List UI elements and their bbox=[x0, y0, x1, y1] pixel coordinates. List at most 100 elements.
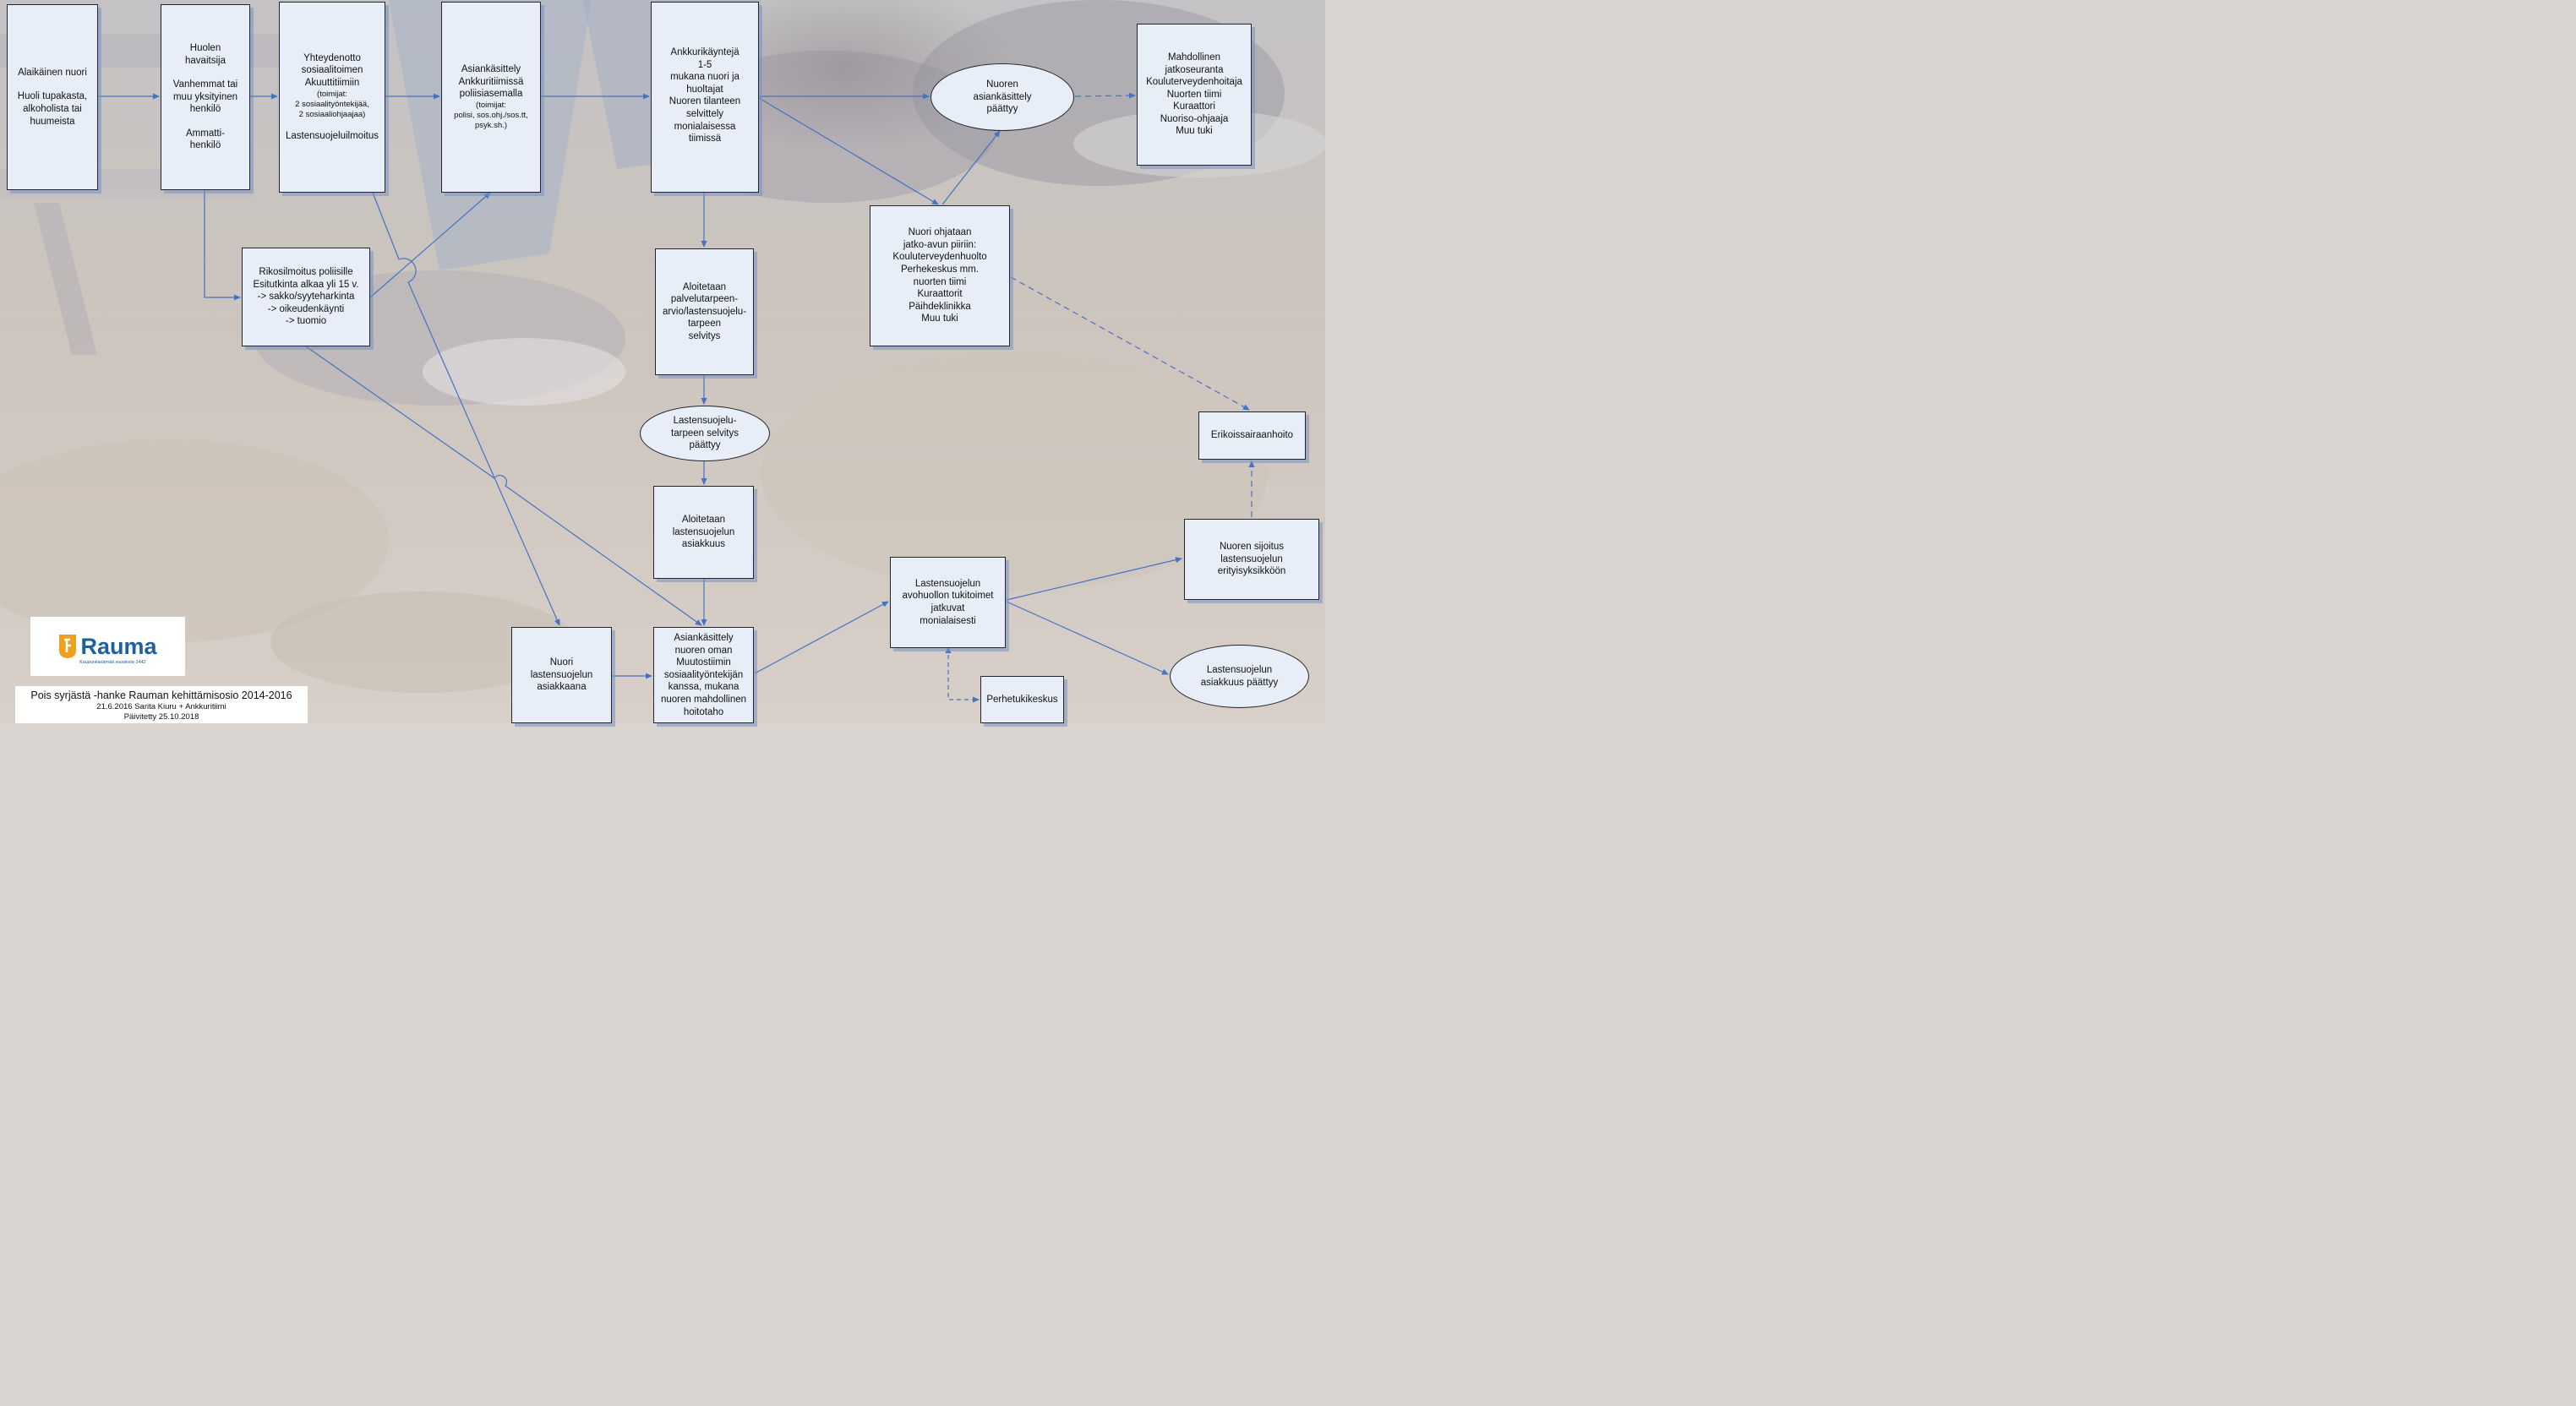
box-ankkurikaynteja: Ankkurikäyntejä 1-5 mukana nuori ja huol… bbox=[651, 2, 759, 193]
box-palvelutarpeenarvio: Aloitetaan palvelutarpeen- arvio/lastens… bbox=[655, 248, 754, 375]
ellipse-text: päättyy bbox=[986, 104, 1018, 115]
box-text: Nuori ohjataan bbox=[908, 227, 972, 238]
box-alaikainen-nuori: Alaikäinen nuori Huoli tupakasta, alkoho… bbox=[7, 4, 98, 190]
box-text: Ammatti- bbox=[186, 128, 225, 139]
box-yhteydenotto: Yhteydenotto sosiaalitoimen Akuuttitiimi… bbox=[279, 2, 385, 193]
box-text: tarpeen bbox=[687, 319, 721, 330]
box-huolen-havaitsija: Huolen havaitsija Vanhemmat tai muu yksi… bbox=[161, 4, 250, 190]
box-text: Perhetukikeskus bbox=[986, 694, 1058, 705]
box-text: -> sakko/syyteharkinta bbox=[257, 292, 355, 302]
box-jatkoseuranta: Mahdollinen jatkoseuranta Kouluterveyden… bbox=[1137, 24, 1252, 166]
box-text: sosiaalitoimen bbox=[301, 65, 363, 76]
box-text: nuoren mahdollinen bbox=[660, 694, 747, 705]
box-text: henkilö bbox=[189, 104, 221, 115]
box-muutostiimi: Asiankäsittely nuoren oman Muutostiimin … bbox=[653, 627, 754, 723]
ellipse-text: Lastensuojelu- bbox=[673, 416, 737, 427]
box-text: Esitutkinta alkaa yli 15 v. bbox=[253, 279, 359, 290]
box-text: Muu tuki bbox=[1176, 126, 1213, 137]
box-sijoitus: Nuoren sijoitus lastensuojelun erityisyk… bbox=[1184, 519, 1319, 600]
box-text: Vanhemmat tai bbox=[172, 79, 238, 90]
box-text: Erikoissairaanhoito bbox=[1210, 430, 1294, 441]
box-text: mukana nuori ja bbox=[670, 72, 740, 83]
ellipse-text: tarpeen selvitys bbox=[671, 428, 739, 439]
box-text: Asiankäsittely bbox=[674, 633, 734, 643]
box-text: Kouluterveydenhoitaja bbox=[1146, 77, 1242, 88]
box-text: jatko-avun piiriin: bbox=[903, 239, 977, 250]
box-text: -> tuomio bbox=[285, 316, 327, 327]
box-text: Nuori bbox=[549, 657, 574, 668]
box-text: asiakkuus bbox=[681, 539, 726, 550]
box-text: jatkuvat bbox=[931, 603, 965, 613]
logo-wordmark: Rauma bbox=[80, 633, 157, 659]
ellipse-asiakkuus-paattyy: Lastensuojelun asiakkuus päättyy bbox=[1170, 645, 1309, 708]
box-text: palvelutarpeen- bbox=[670, 294, 739, 305]
box-text: alkoholista tai bbox=[23, 104, 82, 114]
box-text: Muu tuki bbox=[921, 313, 958, 324]
box-text: Kuraattorit bbox=[917, 289, 963, 300]
logo-tagline: Kaupunkielämää vuodesta 1442 bbox=[79, 660, 146, 665]
box-text: selvitys bbox=[688, 330, 721, 341]
box-text: monialaisessa bbox=[674, 121, 736, 132]
box-text: kanssa, mukana bbox=[668, 682, 740, 693]
box-text: Aloitetaan bbox=[682, 281, 727, 292]
rauma-crest-icon bbox=[59, 635, 77, 658]
box-nuori-asiakkaana: Nuori lastensuojelun asiakkaana bbox=[511, 627, 612, 723]
box-text: sosiaalityöntekijän bbox=[663, 669, 744, 680]
box-text: (toimijat: bbox=[317, 89, 347, 99]
footer-updated: Päivitetty 25.10.2018 bbox=[123, 711, 199, 722]
box-text: (toimijat: bbox=[476, 100, 506, 110]
box-text: nuoren oman bbox=[674, 645, 733, 656]
box-text: Nuorten tiimi bbox=[1166, 89, 1222, 100]
box-text: 2 sosiaalityöntekijää, bbox=[295, 99, 369, 109]
box-text: Kuraattori bbox=[1173, 101, 1215, 112]
box-text: Nuoriso-ohjaaja bbox=[1160, 113, 1229, 124]
box-text: Akuuttitiimiin bbox=[304, 78, 360, 88]
box-text: Ankkurikäyntejä bbox=[670, 47, 740, 57]
box-text: lastensuojelun bbox=[530, 669, 593, 680]
box-text: Huolen bbox=[189, 42, 221, 53]
box-text: huoltajat bbox=[686, 84, 723, 95]
box-text: arvio/lastensuojelu- bbox=[662, 306, 747, 317]
box-text: Huoli tupakasta, bbox=[17, 91, 88, 102]
ellipse-text: asiankäsittely bbox=[973, 91, 1032, 102]
box-text: nuorten tiimi bbox=[913, 276, 967, 287]
box-text: Päihdeklinikka bbox=[909, 301, 971, 312]
ellipse-text: Lastensuojelun bbox=[1206, 664, 1273, 675]
box-text: polisi, sos.ohj./sos.tt, bbox=[454, 110, 528, 120]
box-text: Yhteydenotto bbox=[303, 52, 361, 63]
box-text: avohuollon tukitoimet bbox=[902, 591, 994, 602]
box-text: Nuoren sijoitus bbox=[1219, 542, 1285, 553]
box-text: jatkoseuranta bbox=[1165, 64, 1224, 75]
box-text: lastensuojelun bbox=[672, 526, 735, 537]
box-text: asiakkaana bbox=[537, 682, 587, 693]
ellipse-text: asiakkuus päättyy bbox=[1200, 677, 1279, 688]
box-text: monialaisesti bbox=[920, 615, 976, 626]
rauma-logo: Rauma Kaupunkielämää vuodesta 1442 bbox=[30, 617, 185, 676]
box-text: huumeista bbox=[30, 116, 75, 127]
box-text: psyk.sh.) bbox=[474, 120, 507, 130]
ellipse-selvitys-paattyy: Lastensuojelu- tarpeen selvitys päättyy bbox=[640, 406, 770, 461]
box-text: hoitotaho bbox=[683, 706, 724, 717]
box-text: selvittely bbox=[685, 108, 724, 119]
footer-authors: 21.6.2016 Sarita Kiuru + Ankkuritiimi bbox=[96, 702, 226, 711]
box-jatkoavun-piiriin: Nuori ohjataan jatko-avun piiriin: Koulu… bbox=[870, 205, 1010, 346]
box-text: tiimissä bbox=[688, 134, 722, 144]
box-text: Kouluterveydenhuolto bbox=[892, 252, 987, 263]
box-text: 2 sosiaaliohjaajaa) bbox=[298, 109, 366, 119]
ellipse-text: päättyy bbox=[689, 440, 721, 451]
box-text: Lastensuojeluilmoitus bbox=[286, 130, 379, 141]
box-asiankasittely-ankkuritiimi: Asiankäsittely Ankkuritiimissä poliisias… bbox=[441, 2, 541, 193]
box-text: Nuoren tilanteen bbox=[669, 96, 741, 107]
box-text: Muutostiimin bbox=[676, 657, 731, 668]
footer-project: Pois syrjästä -hanke Rauman kehittämisos… bbox=[30, 689, 292, 701]
box-text: Aloitetaan bbox=[681, 515, 726, 526]
box-avohuolto: Lastensuojelun avohuollon tukitoimet jat… bbox=[890, 557, 1006, 648]
box-text: havaitsija bbox=[185, 55, 226, 66]
box-rikosilmoitus: Rikosilmoitus poliisille Esitutkinta alk… bbox=[242, 248, 370, 346]
box-text: Ankkuritiimissä bbox=[458, 76, 524, 87]
box-text: Mahdollinen bbox=[1167, 52, 1220, 63]
ellipse-text: Nuoren bbox=[986, 79, 1018, 90]
box-aloitetaan-asiakkuus: Aloitetaan lastensuojelun asiakkuus bbox=[653, 486, 754, 579]
box-text: poliisiasemalla bbox=[459, 89, 523, 100]
box-text: erityisyksikköön bbox=[1217, 566, 1286, 577]
